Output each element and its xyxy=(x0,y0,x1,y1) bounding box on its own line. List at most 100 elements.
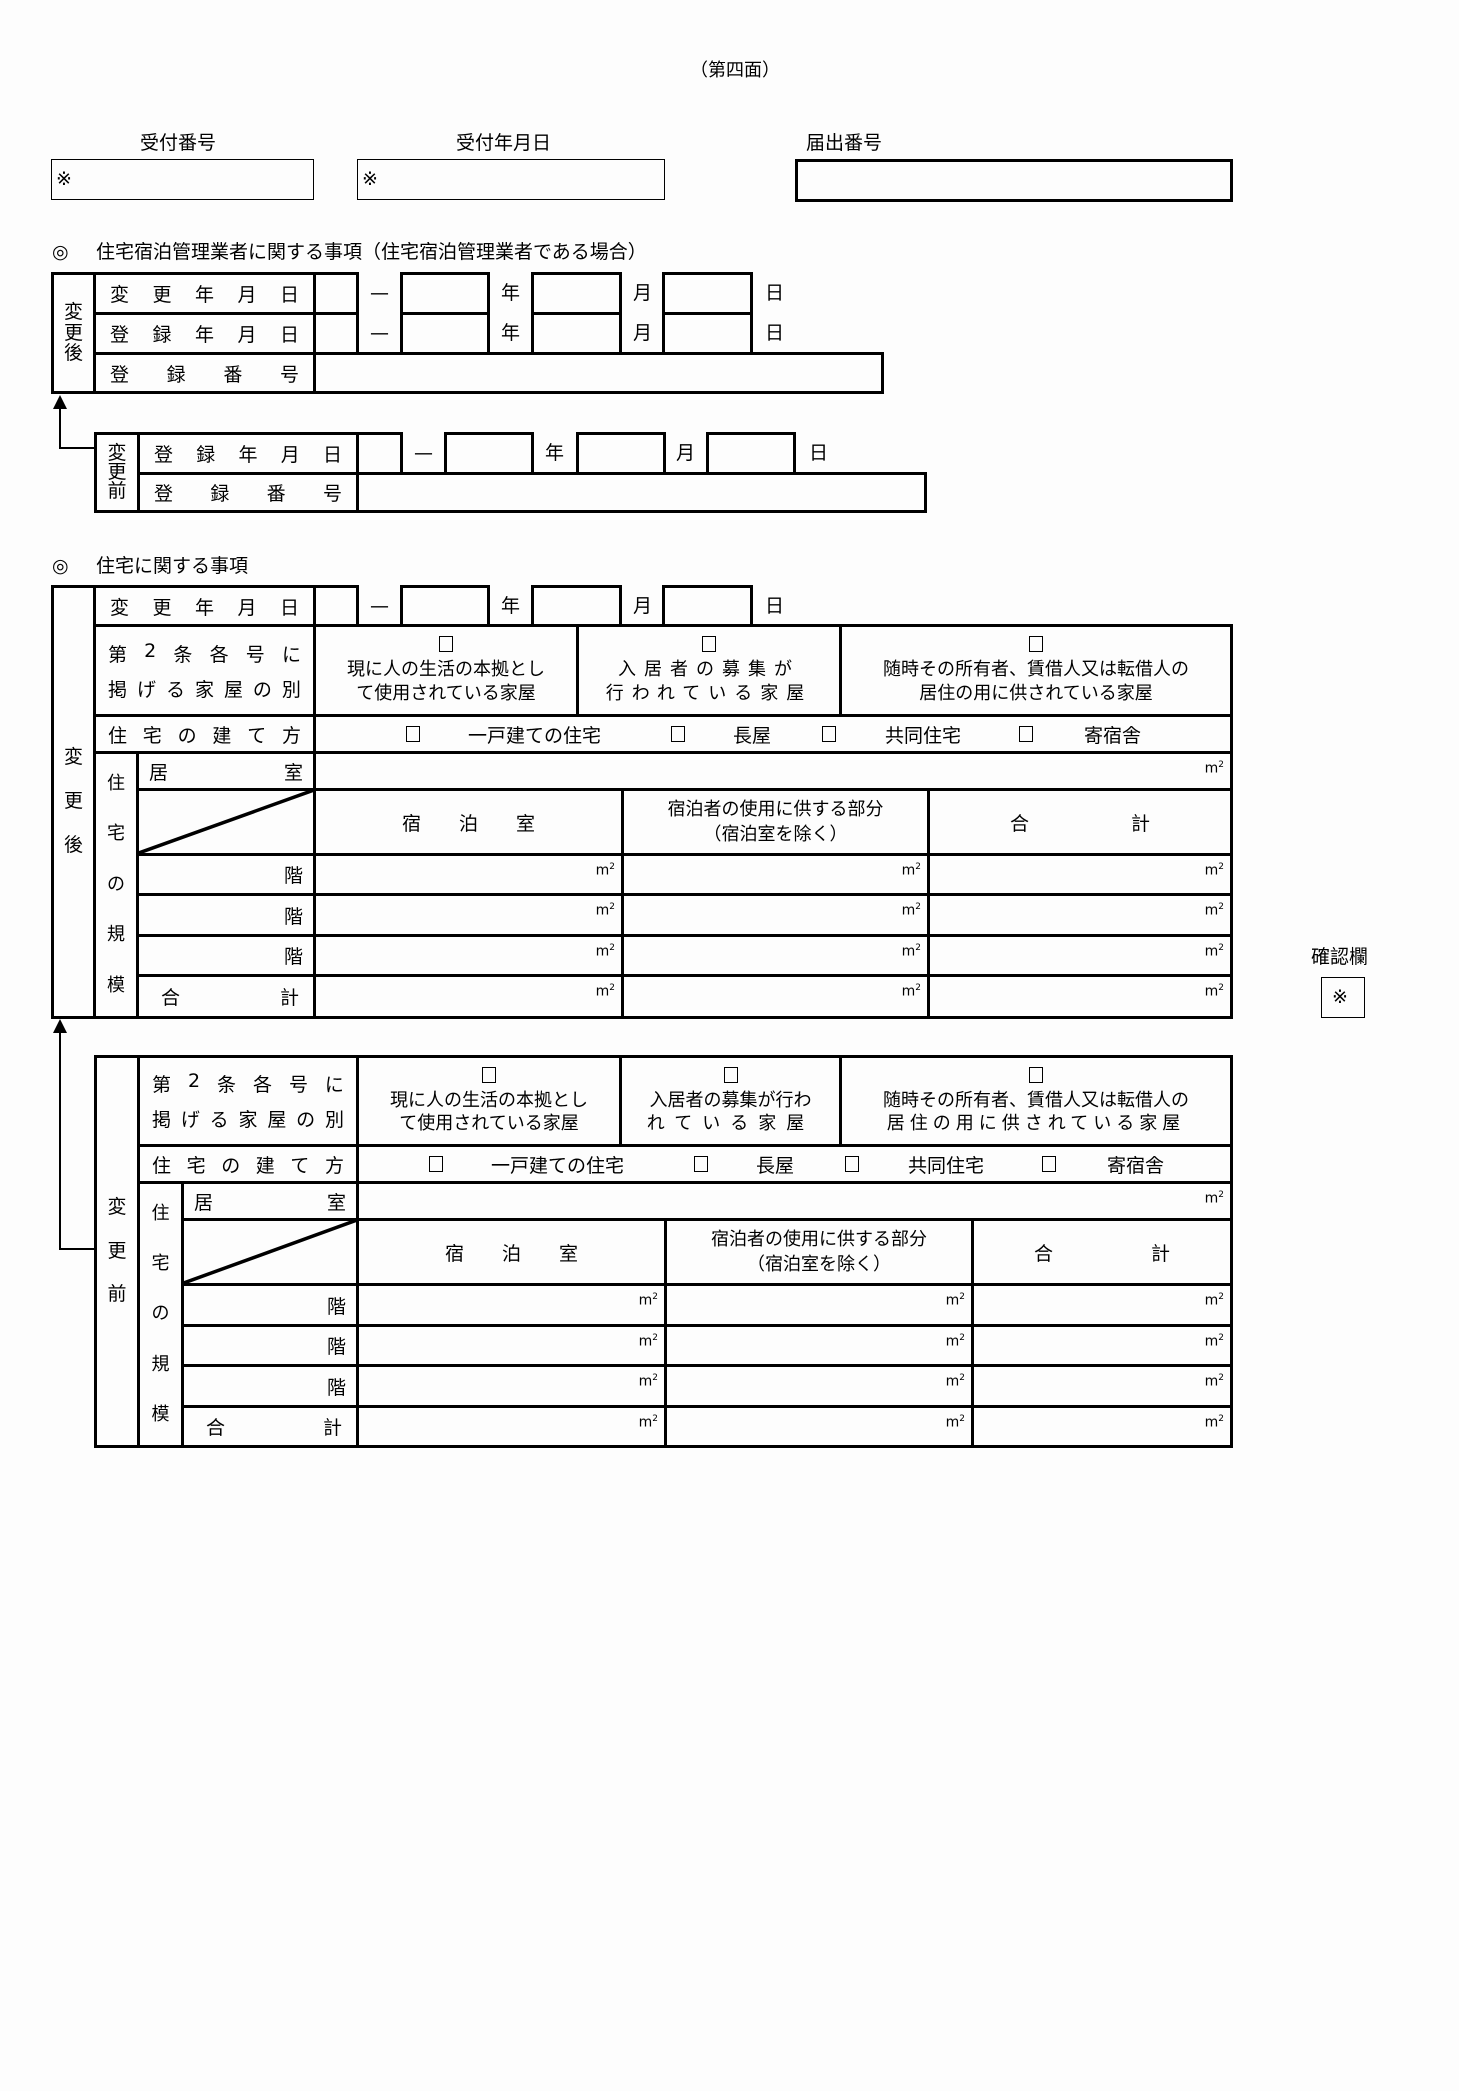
label-char: の xyxy=(177,724,197,747)
lodging-room-area-field[interactable]: m2 xyxy=(356,1364,667,1408)
checkbox-apartment[interactable] xyxy=(822,726,836,742)
lodging-room-area-field[interactable]: m2 xyxy=(356,1283,667,1327)
guest-use-area-field[interactable]: m2 xyxy=(621,974,930,1019)
label-char: 更 xyxy=(152,596,172,619)
side-char: 住 xyxy=(151,1202,170,1224)
before-registration-date-day-field[interactable] xyxy=(706,432,796,475)
before-registration-date-era-field[interactable] xyxy=(356,432,403,475)
unit-text: m xyxy=(595,902,610,919)
checkbox[interactable] xyxy=(702,636,716,653)
label-char: る xyxy=(165,678,185,701)
unit-sup: 2 xyxy=(1218,1333,1224,1343)
house-change-date-day-field[interactable] xyxy=(662,585,753,627)
guest-use-area-field[interactable]: m2 xyxy=(621,934,930,977)
checkbox-row-house[interactable] xyxy=(694,1156,708,1172)
floor-label-cell[interactable]: 階 xyxy=(136,934,316,977)
checkbox[interactable] xyxy=(723,1066,738,1083)
registration-date-year-field[interactable] xyxy=(400,312,490,355)
house-change-date-era-field[interactable] xyxy=(313,585,359,627)
side-char: 更 xyxy=(107,461,127,483)
lodging-room-area-field[interactable]: m2 xyxy=(356,1405,667,1448)
checkbox-detached[interactable] xyxy=(429,1156,443,1172)
before-living-room-area-field[interactable]: m2 xyxy=(356,1181,1233,1221)
receipt-number-field[interactable]: ※ xyxy=(51,159,314,200)
checkbox-dormitory[interactable] xyxy=(1042,1156,1056,1172)
label-char: る xyxy=(209,1109,229,1131)
unit-sup: 2 xyxy=(652,1373,658,1383)
change-date-month-field[interactable] xyxy=(531,272,622,315)
total-area-field[interactable]: m2 xyxy=(927,934,1233,977)
option-text: 居住の用に供されている家屋 xyxy=(886,1113,1186,1134)
notification-number-field[interactable] xyxy=(795,159,1233,202)
checkbox[interactable] xyxy=(439,636,453,653)
unit-text: m xyxy=(1204,1292,1219,1309)
checkbox[interactable] xyxy=(1029,636,1043,653)
floor-label-cell[interactable]: 階 xyxy=(136,893,316,937)
label-char: 登 xyxy=(110,363,130,386)
total-area-field[interactable]: m2 xyxy=(971,1364,1233,1408)
registration-date-era-field[interactable] xyxy=(313,312,359,355)
checkbox-dormitory[interactable] xyxy=(1019,726,1033,742)
floor-label-cell[interactable]: 階 xyxy=(181,1324,359,1367)
total-area-field[interactable]: m2 xyxy=(927,893,1233,937)
floor-label-cell[interactable]: 階 xyxy=(181,1364,359,1408)
change-date-era-field[interactable] xyxy=(313,272,359,315)
before-registration-date-year-field[interactable] xyxy=(444,432,534,475)
before-house-type-option-primary-residence[interactable]: 現に人の生活の本拠とし て使用されている家屋 xyxy=(356,1055,622,1147)
total-area-field[interactable]: m2 xyxy=(927,853,1233,896)
guest-use-area-field[interactable]: m2 xyxy=(621,893,930,937)
unit-sup: 2 xyxy=(1218,983,1224,993)
house-type-option-primary-residence[interactable]: 現に人の生活の本拠とし て使用されている家屋 xyxy=(313,624,579,717)
checkbox-apartment[interactable] xyxy=(845,1156,859,1172)
floor-suffix: 階 xyxy=(283,946,303,968)
before-house-type-option-recruiting[interactable]: 入居者の募集が行わ れている家屋 xyxy=(619,1055,842,1147)
side-char: 更 xyxy=(107,1239,127,1262)
option-text: 随時その所有者、賃借人又は転借人の xyxy=(883,1089,1189,1111)
label-char: げ xyxy=(180,1109,200,1131)
change-date-day-field[interactable] xyxy=(662,272,753,315)
lodging-room-area-field[interactable]: m2 xyxy=(313,934,624,977)
floor-label-cell[interactable]: 階 xyxy=(181,1283,359,1327)
confirmation-field[interactable]: ※ xyxy=(1321,977,1365,1018)
before-registration-date-month-field[interactable] xyxy=(576,432,666,475)
guest-use-area-field[interactable]: m2 xyxy=(664,1283,974,1327)
guest-use-area-field[interactable]: m2 xyxy=(621,853,930,896)
before-registration-number-field[interactable] xyxy=(356,472,927,513)
receipt-date-field[interactable]: ※ xyxy=(357,159,665,200)
house-change-date-month-field[interactable] xyxy=(531,585,622,627)
house-type-option-occasional-use[interactable]: 随時その所有者、賃借人又は転借人の 居住の用に供されている家屋 xyxy=(839,624,1233,717)
checkbox[interactable] xyxy=(482,1066,496,1083)
label-char: 掲 xyxy=(108,678,128,701)
checkbox[interactable] xyxy=(1029,1066,1043,1083)
reference-mark-icon: ※ xyxy=(362,168,378,190)
lodging-room-area-field[interactable]: m2 xyxy=(356,1324,667,1367)
total-area-field[interactable]: m2 xyxy=(927,974,1233,1019)
house-change-date-year-field[interactable] xyxy=(400,585,490,627)
label-char: 各 xyxy=(252,1074,272,1096)
total-area-field[interactable]: m2 xyxy=(971,1324,1233,1367)
guest-use-area-field[interactable]: m2 xyxy=(664,1405,974,1448)
before-house-type-option-occasional-use[interactable]: 随時その所有者、賃借人又は転借人の 居住の用に供されている家屋 xyxy=(839,1055,1233,1147)
total-area-field[interactable]: m2 xyxy=(971,1283,1233,1327)
house-type-option-recruiting[interactable]: 入居者の募集が 行われている家屋 xyxy=(576,624,842,717)
registration-number-field[interactable] xyxy=(313,352,884,394)
lodging-room-area-field[interactable]: m2 xyxy=(313,893,624,937)
living-room-area-field[interactable]: m2 xyxy=(313,751,1233,791)
registration-date-month-field[interactable] xyxy=(531,312,622,355)
guest-use-area-field[interactable]: m2 xyxy=(664,1324,974,1367)
total-area-field[interactable]: m2 xyxy=(971,1405,1233,1448)
day-label: 日 xyxy=(809,442,829,464)
side-char: 規 xyxy=(107,924,125,946)
floor-label-cell[interactable]: 階 xyxy=(136,853,316,896)
registration-date-day-field[interactable] xyxy=(662,312,753,355)
unit-sup: 2 xyxy=(959,1292,965,1302)
checkbox-detached[interactable] xyxy=(406,726,420,742)
unit-sup: 2 xyxy=(915,862,921,872)
change-date-year-field[interactable] xyxy=(400,272,490,315)
guest-use-area-field[interactable]: m2 xyxy=(664,1364,974,1408)
lodging-room-area-field[interactable]: m2 xyxy=(313,853,624,896)
side-char: 後 xyxy=(63,833,83,856)
lodging-room-area-field[interactable]: m2 xyxy=(313,974,624,1019)
checkbox-row-house[interactable] xyxy=(671,726,685,742)
month-label: 月 xyxy=(676,442,696,464)
